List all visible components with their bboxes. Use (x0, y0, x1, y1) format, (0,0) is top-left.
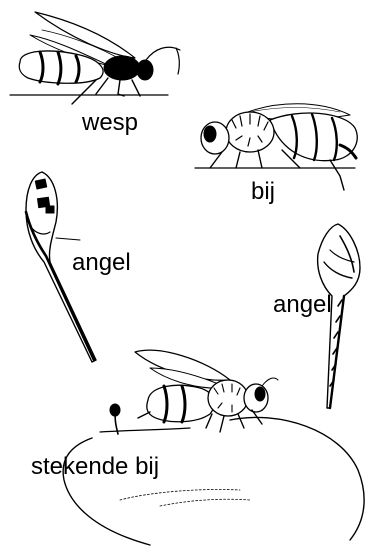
wasp-drawing (10, 12, 180, 104)
bee-drawing (195, 104, 357, 190)
stinging-bee-drawing (63, 350, 364, 545)
sting-label-left: angel (72, 251, 131, 275)
stinging-bee-label: stekende bij (31, 455, 159, 479)
sting-label-right: angel (273, 293, 332, 317)
wasp-label: wesp (82, 111, 138, 135)
bee-label: bij (251, 180, 275, 204)
